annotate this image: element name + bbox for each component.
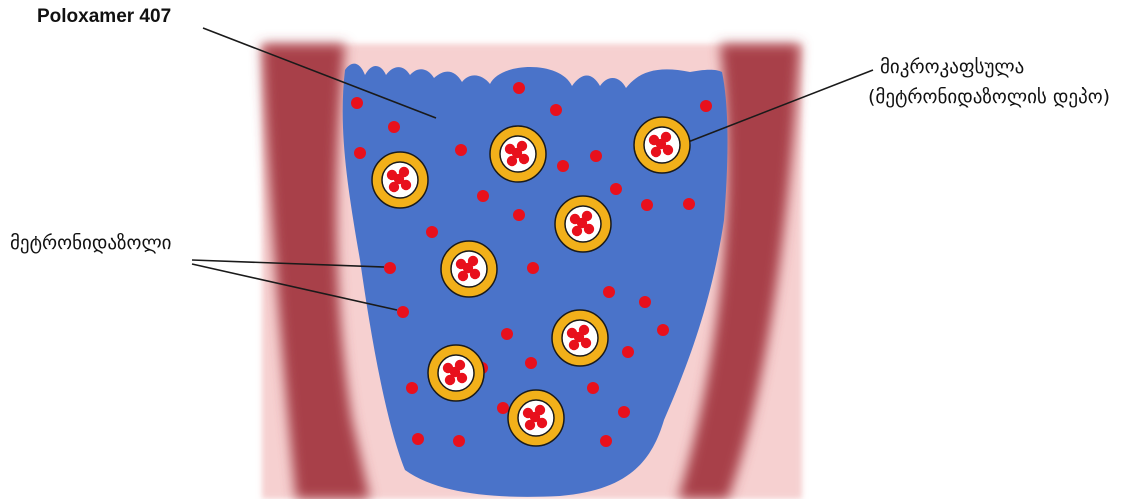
drug-dot-icon xyxy=(354,147,366,159)
drug-dot-icon xyxy=(600,435,612,447)
drug-dot-icon xyxy=(557,160,569,172)
drug-dot-icon xyxy=(412,433,424,445)
drug-dot-icon xyxy=(397,306,409,318)
drug-dot-icon xyxy=(700,100,712,112)
drug-dot-icon xyxy=(683,198,695,210)
drug-dot-icon xyxy=(603,286,615,298)
drug-dot-icon xyxy=(587,382,599,394)
drug-dot-icon xyxy=(513,82,525,94)
drug-dot-icon xyxy=(453,435,465,447)
label-microcapsule-depot: (მეტრონიდაზოლის დეპო) xyxy=(868,86,1110,108)
encapsulated-drug-dot-icon xyxy=(577,218,587,228)
drug-dot-icon xyxy=(501,328,513,340)
microcapsule-icon xyxy=(372,152,428,208)
microcapsule-icon xyxy=(634,117,690,173)
label-microcapsule: მიკროკაფსულა xyxy=(880,56,1024,78)
label-metronidazole: მეტრონიდაზოლი xyxy=(10,232,172,254)
drug-dot-icon xyxy=(497,402,509,414)
encapsulated-drug-dot-icon xyxy=(463,263,473,273)
microcapsule-icon xyxy=(428,345,484,401)
encapsulated-drug-dot-icon xyxy=(530,412,540,422)
drug-dot-icon xyxy=(641,199,653,211)
microcapsule-icon xyxy=(441,241,497,297)
drug-dot-icon xyxy=(527,262,539,274)
microcapsule-icon xyxy=(490,126,546,182)
drug-dot-icon xyxy=(550,104,562,116)
drug-dot-icon xyxy=(639,296,651,308)
encapsulated-drug-dot-icon xyxy=(656,139,666,149)
drug-dot-icon xyxy=(525,357,537,369)
microcapsule-icon xyxy=(552,310,608,366)
encapsulated-drug-dot-icon xyxy=(450,367,460,377)
encapsulated-drug-dot-icon xyxy=(394,174,404,184)
encapsulated-drug-dot-icon xyxy=(512,148,522,158)
drug-dot-icon xyxy=(513,209,525,221)
drug-dot-icon xyxy=(455,144,467,156)
microcapsule-icon xyxy=(508,390,564,446)
drug-dot-icon xyxy=(406,382,418,394)
drug-dot-icon xyxy=(622,346,634,358)
drug-dot-icon xyxy=(618,406,630,418)
encapsulated-drug-dot-icon xyxy=(574,332,584,342)
drug-dot-icon xyxy=(477,190,489,202)
drug-dot-icon xyxy=(590,150,602,162)
microcapsule-icon xyxy=(555,196,611,252)
drug-dot-icon xyxy=(388,121,400,133)
label-poloxamer: Poloxamer 407 xyxy=(37,6,171,28)
drug-dot-icon xyxy=(426,226,438,238)
drug-dot-icon xyxy=(384,262,396,274)
drug-dot-icon xyxy=(351,97,363,109)
drug-dot-icon xyxy=(657,324,669,336)
drug-dot-icon xyxy=(610,183,622,195)
